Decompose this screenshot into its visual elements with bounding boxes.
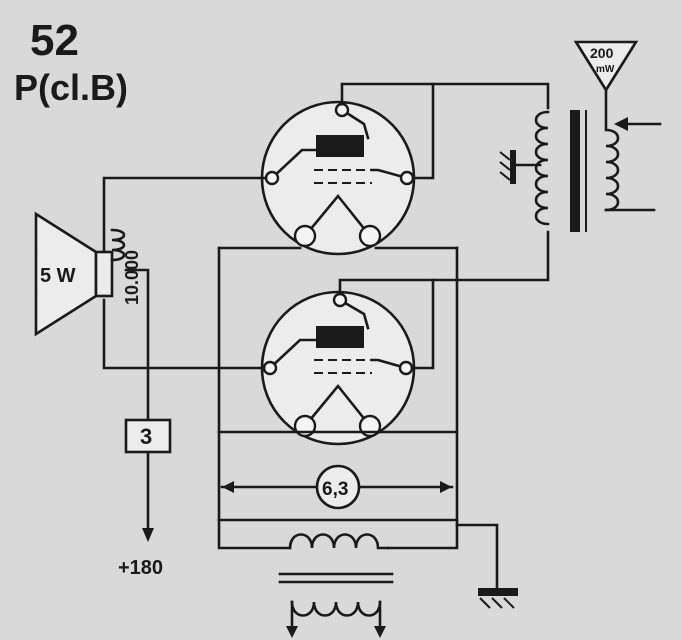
wiring (102, 82, 656, 590)
lower-tube (260, 290, 416, 446)
mains-transformer (278, 533, 394, 638)
heater-voltage-label: 6,3 (322, 479, 348, 500)
speaker-power-label: 5 W (40, 265, 76, 287)
input-level-unit: mW (596, 64, 615, 75)
upper-tube (260, 100, 416, 256)
fuse-box: 3 (124, 418, 172, 454)
output-transformer (499, 110, 662, 232)
diagram-class: P(cl.B) (14, 67, 128, 108)
ground-symbol (478, 588, 518, 609)
loudspeaker: 5 W (34, 211, 114, 337)
input-level-value: 200 (590, 45, 614, 61)
fuse-label: 3 (140, 424, 152, 449)
diagram-number: 52 (30, 16, 79, 65)
speaker-impedance-label: 10.000 (122, 250, 142, 305)
input-level-indicator: 200 mW (573, 40, 639, 93)
heater-voltage: 6,3 (315, 464, 361, 510)
supply-voltage-label: +180 (118, 557, 163, 579)
speaker-coil: 10.000 (110, 228, 142, 305)
